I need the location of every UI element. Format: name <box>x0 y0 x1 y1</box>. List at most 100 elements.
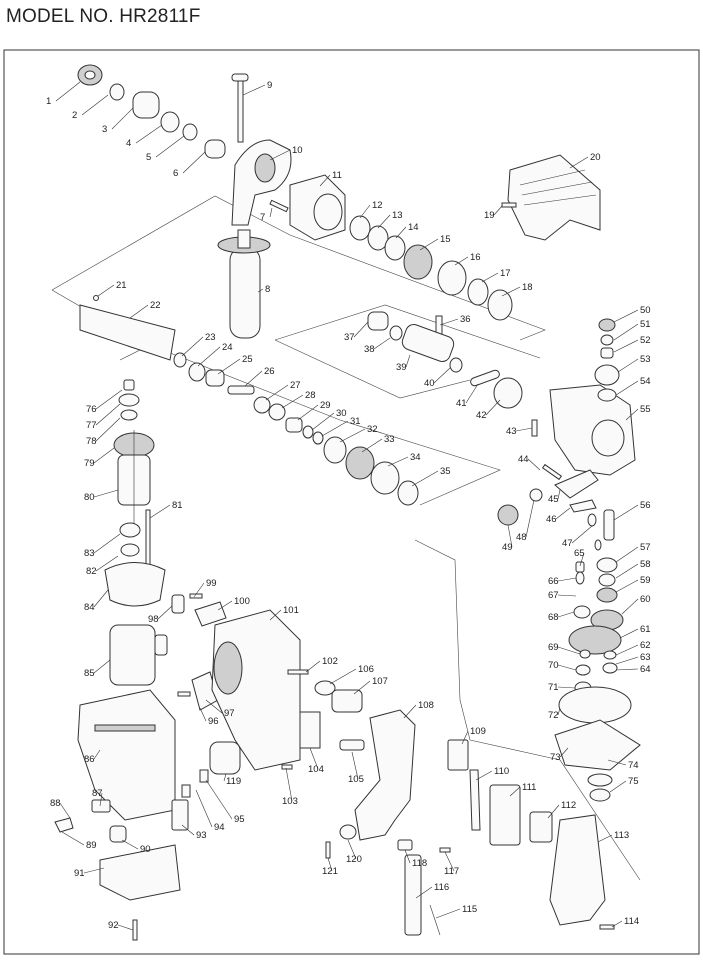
leader-line-88 <box>59 802 71 819</box>
callout-99: 99 <box>206 578 217 589</box>
leader-line-32 <box>339 428 366 443</box>
leader-line-97 <box>205 699 223 714</box>
leader-line-62 <box>615 644 639 656</box>
leader-line-91 <box>83 867 105 874</box>
leader-line-29 <box>297 404 319 421</box>
callout-115: 115 <box>462 904 477 915</box>
callout-119: 119 <box>226 776 241 787</box>
leader-line-6 <box>182 151 206 174</box>
leader-line-50 <box>613 309 639 323</box>
callout-107: 107 <box>372 676 388 687</box>
callout-10: 10 <box>292 145 303 156</box>
callout-89: 89 <box>86 840 97 851</box>
leader-line-59 <box>615 579 639 593</box>
leader-line-74 <box>607 759 627 766</box>
leader-line-33 <box>361 438 383 453</box>
diagram-frame <box>3 49 700 955</box>
leader-line-93 <box>181 824 195 836</box>
part-shapes <box>54 64 641 941</box>
leader-line-117 <box>444 851 455 872</box>
leader-line-4 <box>135 124 163 144</box>
leader-line-68 <box>557 611 575 618</box>
leader-line-112 <box>547 804 560 819</box>
group-outlines <box>51 195 641 881</box>
leader-line-22 <box>129 304 149 319</box>
callout-93: 93 <box>196 830 207 841</box>
callout-51: 51 <box>640 319 651 330</box>
leader-line-90 <box>121 839 139 850</box>
callout-33: 33 <box>384 434 395 445</box>
callout-26: 26 <box>264 366 275 377</box>
callout-102: 102 <box>322 656 338 667</box>
leader-line-72 <box>557 707 561 716</box>
leader-line-25 <box>217 358 241 375</box>
callout-59: 59 <box>640 575 651 586</box>
leader-line-10 <box>269 149 291 161</box>
leader-line-12 <box>359 204 371 219</box>
callout-87: 87 <box>92 788 103 799</box>
callout-67: 67 <box>548 590 559 601</box>
callout-101: 101 <box>283 605 299 616</box>
leader-line-81 <box>149 504 171 519</box>
leader-line-96 <box>199 707 207 722</box>
leader-line-105 <box>351 751 359 780</box>
callout-31: 31 <box>350 416 361 427</box>
leader-line-43 <box>515 427 533 432</box>
leader-line-75 <box>609 780 627 793</box>
callout-19: 19 <box>484 210 495 221</box>
leader-line-37 <box>353 321 369 338</box>
callout-77: 77 <box>86 420 97 431</box>
callout-71: 71 <box>548 682 559 693</box>
leader-line-17 <box>481 272 499 283</box>
leader-line-57 <box>615 546 639 563</box>
leader-line-18 <box>501 286 521 297</box>
leader-line-70 <box>557 664 577 671</box>
callout-29: 29 <box>320 400 331 411</box>
callout-60: 60 <box>640 594 651 605</box>
leader-line-47 <box>571 525 593 544</box>
leader-line-61 <box>619 628 639 639</box>
callout-84: 84 <box>84 602 95 613</box>
callout-9: 9 <box>267 80 272 91</box>
callout-56: 56 <box>640 500 651 511</box>
leader-line-56 <box>613 504 639 521</box>
leader-line-103 <box>285 767 293 802</box>
callout-57: 57 <box>640 542 651 553</box>
callout-117: 117 <box>444 866 459 877</box>
callout-86: 86 <box>84 754 95 765</box>
callout-46: 46 <box>546 514 557 525</box>
callout-20: 20 <box>590 152 601 163</box>
callout-109: 109 <box>470 726 486 737</box>
leader-line-106 <box>329 668 357 685</box>
callout-73: 73 <box>550 752 561 763</box>
callout-4: 4 <box>126 138 131 149</box>
leader-line-53 <box>617 358 639 373</box>
leader-line-41 <box>465 383 479 404</box>
callout-39: 39 <box>396 362 407 373</box>
callout-36: 36 <box>460 314 471 325</box>
leader-line-101 <box>269 609 282 621</box>
leader-line-66 <box>557 577 577 582</box>
leader-line-77 <box>95 403 121 426</box>
callout-14: 14 <box>408 222 419 233</box>
leader-line-121 <box>327 857 333 872</box>
leader-line-83 <box>93 533 121 554</box>
leader-line-34 <box>387 456 409 467</box>
leader-line-40 <box>433 367 451 384</box>
callout-90: 90 <box>140 844 151 855</box>
leader-line-39 <box>405 354 411 368</box>
callout-121: 121 <box>322 866 338 877</box>
callout-labels: 1234567891011121314151617181920212223242… <box>46 80 651 931</box>
leader-line-14 <box>395 226 407 239</box>
leader-line-49 <box>507 524 513 548</box>
leader-line-80 <box>93 489 119 498</box>
callout-110: 110 <box>494 766 509 777</box>
leader-line-13 <box>377 214 391 229</box>
leader-line-21 <box>97 284 115 297</box>
callout-3: 3 <box>102 124 107 135</box>
leader-line-78 <box>95 417 121 442</box>
callout-97: 97 <box>224 708 235 719</box>
callout-54: 54 <box>640 376 651 387</box>
callout-32: 32 <box>367 424 378 435</box>
